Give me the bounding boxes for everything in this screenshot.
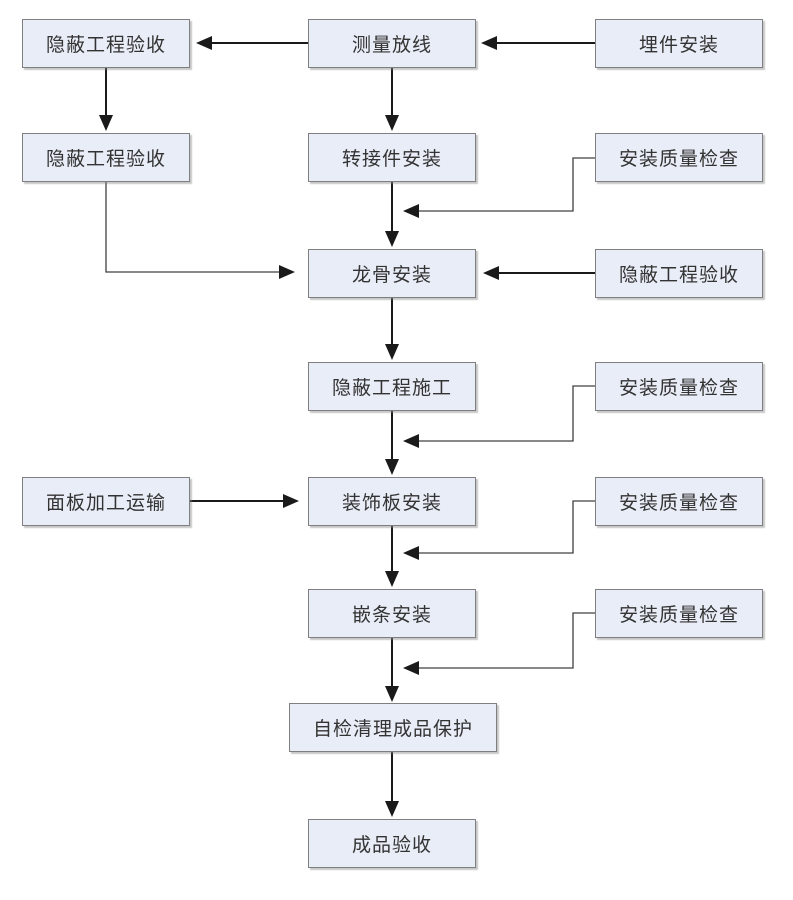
- node-install-quality-check-4: 安装质量检查: [595, 589, 763, 638]
- arrowhead-hidden1-to-hidden2: [99, 115, 113, 131]
- arrowhead-check3: [403, 546, 419, 560]
- arrowhead-panel-to-trim: [385, 571, 399, 587]
- node-decorative-panel-install: 装饰板安装: [308, 477, 476, 526]
- node-keel-install: 龙骨安装: [308, 249, 476, 298]
- node-adapter-install: 转接件安装: [308, 133, 476, 182]
- arrowhead-adapter-to-keel: [385, 231, 399, 247]
- edge-check3-connector: [419, 500, 595, 554]
- arrowhead-check4: [403, 661, 419, 675]
- node-finished-product-acceptance: 成品验收: [308, 819, 476, 868]
- arrowhead-hiddenwork-to-panel: [385, 459, 399, 475]
- node-hidden-work-acceptance-2: 隐蔽工程验收: [22, 133, 190, 182]
- edge-check1-connector: [419, 157, 595, 212]
- node-panel-processing-transport: 面板加工运输: [22, 477, 190, 526]
- arrowhead-survey-to-hidden1: [196, 36, 212, 50]
- arrowhead-keel-to-hiddenwork: [385, 344, 399, 360]
- arrowhead-embed-to-survey: [481, 36, 497, 50]
- edge-check4-connector: [419, 612, 595, 669]
- arrowhead-trim-to-selfcheck: [385, 686, 399, 702]
- arrowhead-check2: [403, 434, 419, 448]
- arrowhead-check1: [403, 204, 419, 218]
- node-hidden-work-acceptance-1: 隐蔽工程验收: [22, 19, 190, 68]
- node-hidden-work-construction: 隐蔽工程施工: [308, 362, 476, 411]
- edge-check2-connector: [419, 385, 595, 442]
- arrowhead-survey-to-adapter: [385, 115, 399, 131]
- arrowhead-hidden3-to-keel: [483, 266, 499, 280]
- edge-hidden2-to-keel: [105, 182, 279, 273]
- node-embed-install: 埋件安装: [595, 19, 763, 68]
- arrowhead-sheet-to-panel: [283, 494, 299, 508]
- node-trim-strip-install: 嵌条安装: [308, 589, 476, 638]
- node-survey-layout: 测量放线: [308, 19, 476, 68]
- arrowhead-selfcheck-to-final: [385, 801, 399, 817]
- node-install-quality-check-1: 安装质量检查: [595, 133, 763, 182]
- arrowhead-hidden2-to-keel: [279, 265, 295, 279]
- node-self-check-cleanup-protection: 自检清理成品保护: [289, 703, 497, 752]
- node-hidden-work-acceptance-3: 隐蔽工程验收: [595, 249, 763, 298]
- node-install-quality-check-3: 安装质量检查: [595, 477, 763, 526]
- node-install-quality-check-2: 安装质量检查: [595, 362, 763, 411]
